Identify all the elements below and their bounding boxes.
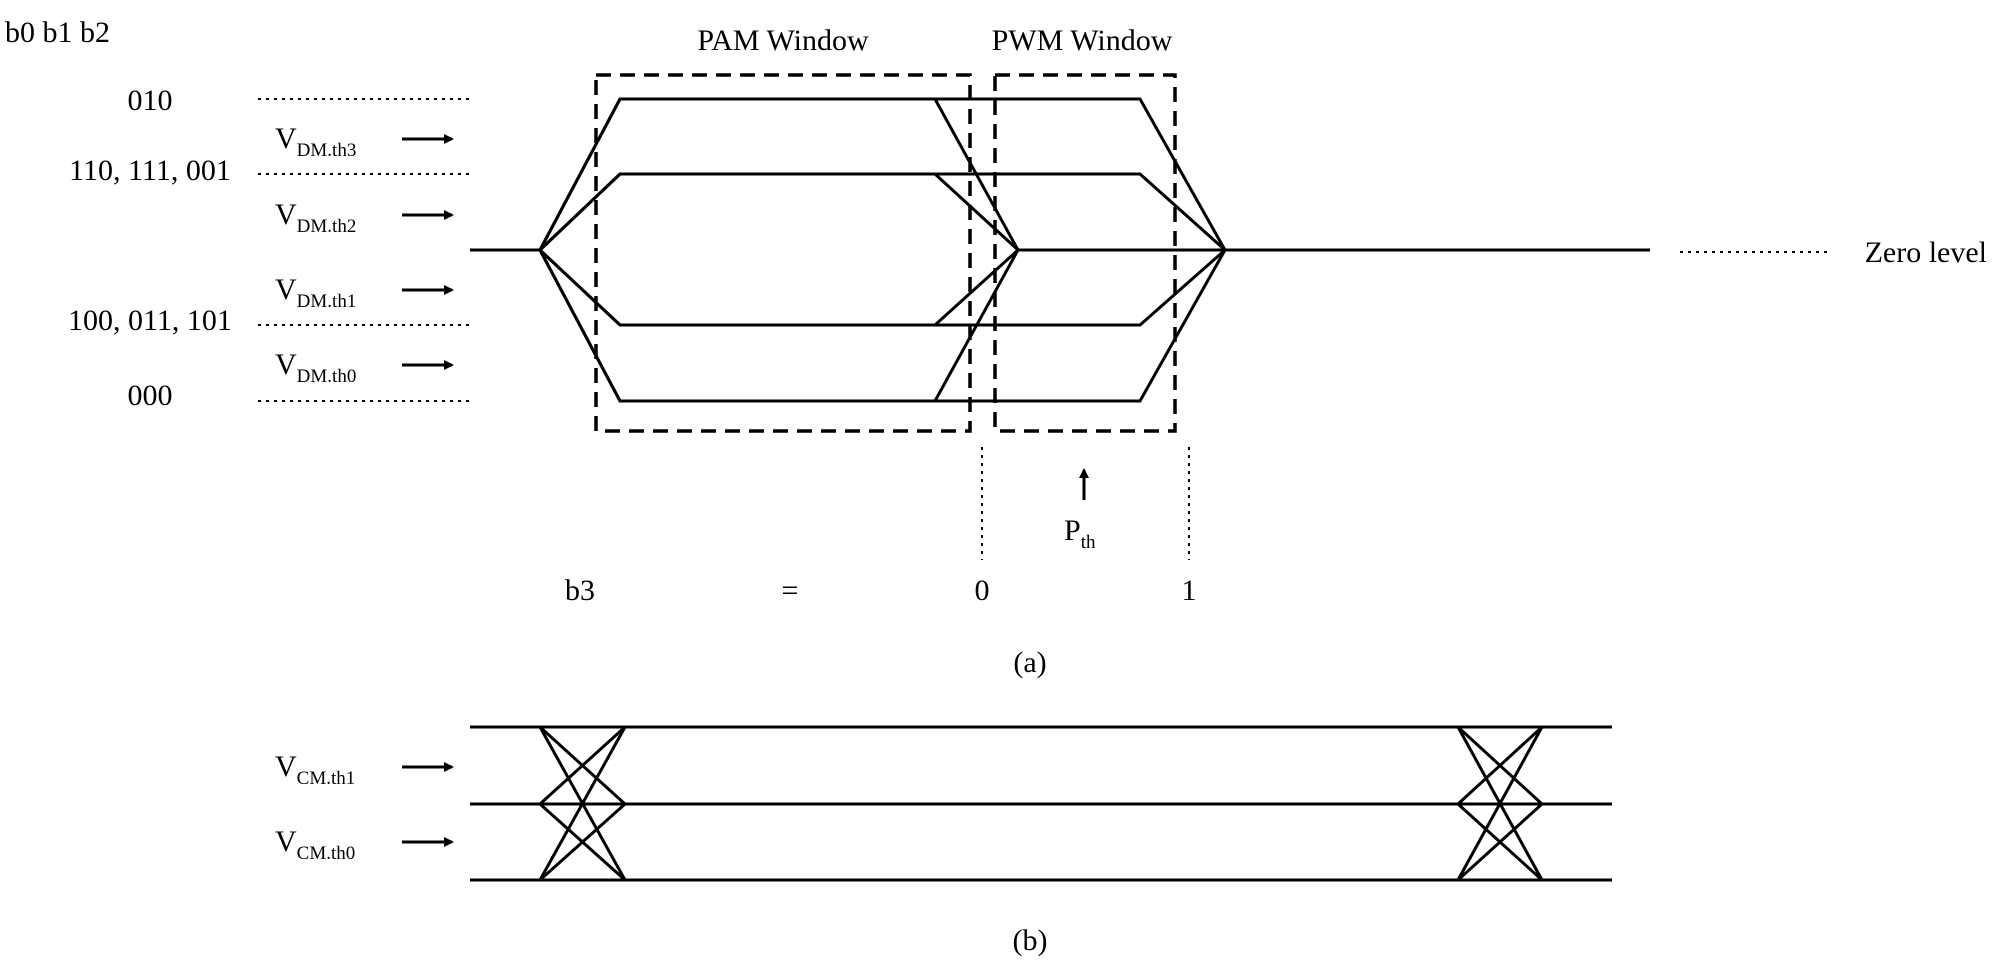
vdm-th0-label: VDM.th0 xyxy=(275,348,356,387)
caption-a: (a) xyxy=(1013,646,1046,679)
pam4-pwm-traces xyxy=(470,97,1650,403)
level-code-upper-mid: 110, 111, 001 xyxy=(69,154,231,187)
b3-label: b3 xyxy=(565,574,595,607)
level-code-010: 010 xyxy=(128,84,173,117)
trace-level-2-long xyxy=(538,172,1226,252)
b3-equals: = xyxy=(782,574,799,607)
cm-crossing-left xyxy=(538,725,627,882)
trace-level-2-short xyxy=(538,172,1020,252)
vdm-th2-label: VDM.th2 xyxy=(275,198,356,237)
pwm-window-label: PWM Window xyxy=(992,24,1173,57)
caption-b: (b) xyxy=(1013,924,1048,957)
level-guide-lines xyxy=(258,98,470,402)
zero-level-label: Zero level xyxy=(1865,236,1987,269)
cm-crossing-right xyxy=(1456,725,1544,882)
level-code-lower-mid: 100, 011, 101 xyxy=(68,304,232,337)
trace-level-1-long xyxy=(538,248,1226,327)
b3-value-1: 1 xyxy=(1182,574,1197,607)
pam-window-label: PAM Window xyxy=(697,24,869,57)
dm-threshold-arrows xyxy=(402,134,454,370)
pth-label: Pth xyxy=(1064,514,1096,553)
pwm-window-box xyxy=(993,73,1177,433)
b3-boundary-lines xyxy=(981,447,1190,560)
common-mode-eye xyxy=(470,725,1612,882)
b3-value-0: 0 xyxy=(975,574,990,607)
trace-level-0-long xyxy=(538,249,1227,403)
vcm-th0-label: VCM.th0 xyxy=(275,825,355,864)
pam-window-box xyxy=(594,73,972,433)
vdm-th1-label: VDM.th1 xyxy=(275,273,356,312)
level-code-000: 000 xyxy=(128,379,173,412)
vcm-th1-label: VCM.th1 xyxy=(275,750,355,789)
trace-level-3-long xyxy=(538,97,1227,251)
cm-threshold-arrows xyxy=(402,762,454,847)
trace-level-1-short xyxy=(538,248,1020,327)
vdm-th3-label: VDM.th3 xyxy=(275,122,356,161)
bits-header: b0 b1 b2 xyxy=(5,16,110,49)
